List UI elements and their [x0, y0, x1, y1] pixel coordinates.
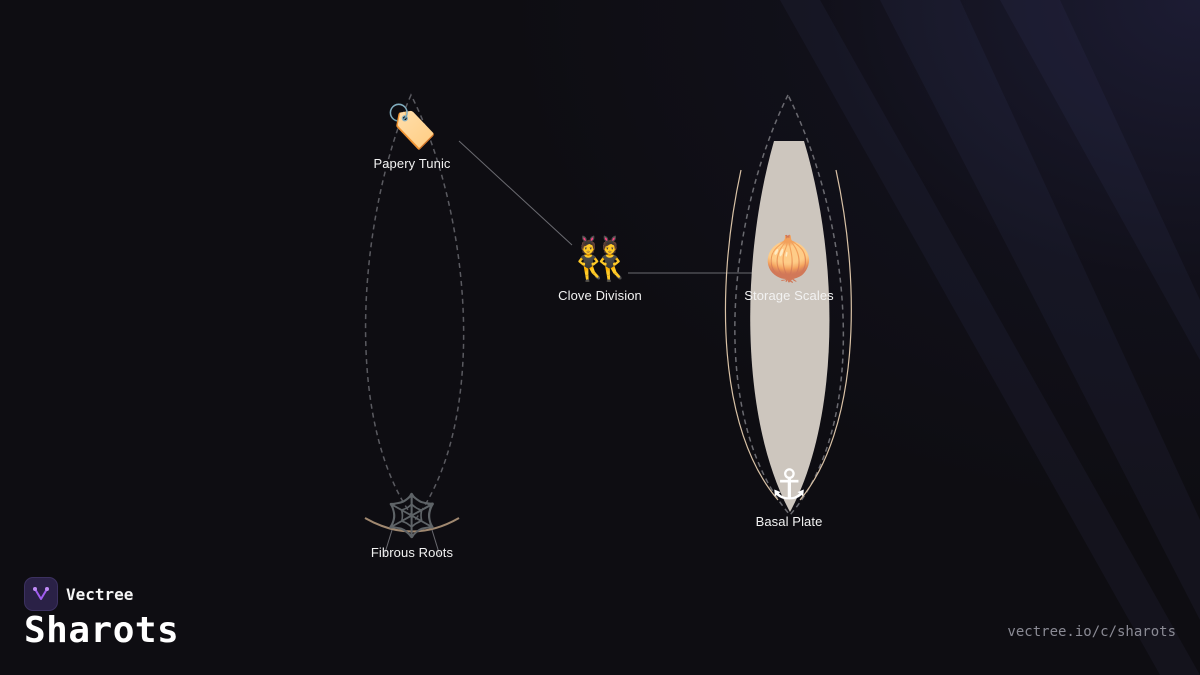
node-fibrous-roots[interactable]: 🕸️ Fibrous Roots	[370, 491, 454, 561]
web-icon: 🕸️	[385, 491, 439, 540]
onion-icon: 🧅	[762, 234, 816, 283]
anchor-icon: ⚓	[770, 460, 808, 509]
brand[interactable]: Vectree	[24, 577, 133, 611]
node-label: Basal Plate	[755, 514, 823, 529]
vectree-fork-icon	[24, 577, 58, 611]
left-clove-dashed-outline	[364, 93, 465, 522]
node-papery-tunic[interactable]: 🏷️ Papery Tunic	[373, 102, 451, 172]
page-title: Sharots	[24, 610, 180, 651]
node-basal-plate[interactable]: ⚓ Basal Plate	[755, 460, 823, 530]
right-tunic-arc-right	[799, 169, 852, 501]
root-strand-left	[383, 529, 393, 557]
node-label: Fibrous Roots	[370, 545, 454, 560]
right-tunic-arc-left	[724, 169, 779, 501]
node-clove-division[interactable]: 👯 Clove Division	[558, 234, 642, 304]
twins-icon: 👯	[573, 234, 627, 283]
storage-scale-fill	[750, 141, 830, 512]
connector-tunic-to-clove	[458, 140, 573, 246]
brand-name: Vectree	[66, 584, 134, 604]
root-arc	[364, 517, 460, 533]
node-label: Clove Division	[558, 288, 642, 303]
node-label: Storage Scales	[744, 288, 834, 303]
footer-url[interactable]: vectree.io/c/sharots	[1007, 624, 1176, 640]
root-strand-right	[431, 529, 441, 557]
node-label: Papery Tunic	[373, 156, 451, 171]
tag-icon: 🏷️	[385, 102, 439, 151]
node-storage-scales[interactable]: 🧅 Storage Scales	[744, 234, 834, 304]
